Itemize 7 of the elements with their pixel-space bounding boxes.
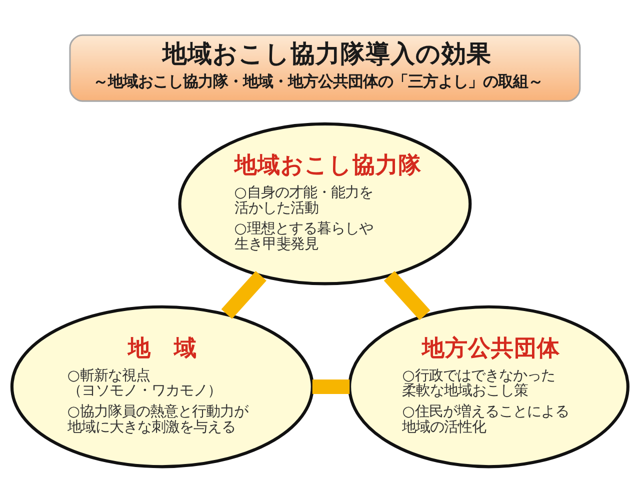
node-ellipse: 地 域 ○斬新な視点（ヨソモノ・ワカモノ） ○協力隊員の熱意と行動力が地域に大きな刺激を与える [10, 304, 314, 468]
connector [221, 270, 266, 318]
node-ellipse: 地方公共団体 ○行政ではできなかった柔軟な地域おこし策 ○住民が増えることによる地域の活性化 [348, 304, 630, 468]
connector [312, 379, 350, 394]
connector [384, 270, 430, 320]
node-ellipse: 地域おこし協力隊 ○自身の才能・能力を活かした活動 ○理想とする暮らしや生き甲斐発見 [178, 122, 472, 285]
node-box: 地域おこし協力隊導入の効果 ～地域おこし協力隊・地域・地方公共団体の「三方よし」の取組～ [69, 34, 581, 102]
